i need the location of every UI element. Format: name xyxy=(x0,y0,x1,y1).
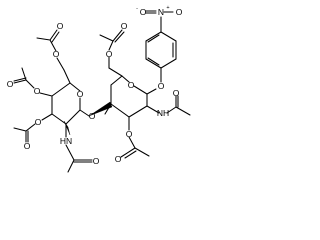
bond xyxy=(56,57,65,71)
bond xyxy=(69,82,81,92)
bond xyxy=(124,150,137,159)
stereo-wedge xyxy=(88,101,113,117)
bond xyxy=(134,147,150,157)
bond xyxy=(39,92,53,97)
bond xyxy=(13,77,27,82)
bond xyxy=(128,105,148,118)
bond xyxy=(145,58,162,69)
atom-o: O xyxy=(106,49,113,59)
atom-o: O xyxy=(126,129,133,139)
bond xyxy=(36,37,51,41)
bond xyxy=(13,127,27,132)
atom-o: O xyxy=(57,21,64,31)
bond xyxy=(120,147,136,158)
bond xyxy=(21,67,27,81)
bond xyxy=(166,106,177,114)
bond xyxy=(110,75,123,86)
atom-o: O xyxy=(89,111,96,121)
bond xyxy=(49,39,57,52)
bond xyxy=(65,144,75,161)
bond xyxy=(63,69,71,84)
bond xyxy=(175,106,191,116)
bond xyxy=(147,57,160,66)
bond xyxy=(51,82,71,97)
bond xyxy=(41,113,53,121)
bond xyxy=(110,103,130,118)
atom-o: O xyxy=(140,7,147,17)
bond xyxy=(25,123,36,132)
bond xyxy=(51,31,60,43)
charge-positive: + xyxy=(166,5,169,11)
bond xyxy=(13,79,27,84)
bond xyxy=(145,31,162,42)
bond xyxy=(112,29,123,42)
atom-o: O xyxy=(7,79,14,89)
structure-diagram: O - N + O O O O O NH O O O O O O O O O O… xyxy=(7,5,191,173)
bond xyxy=(65,109,81,125)
atom-o: O xyxy=(53,49,60,59)
bond xyxy=(146,105,160,114)
atom-o: O xyxy=(24,141,31,151)
atom-o: O xyxy=(93,156,100,166)
atom-o: O xyxy=(115,154,122,164)
atom-labels: O - N + O O O O O NH O O O O O O O O O O… xyxy=(7,5,183,166)
atom-o: O xyxy=(173,88,180,98)
bond xyxy=(121,75,130,83)
atom-n: N xyxy=(158,7,164,17)
atom-o: O xyxy=(77,89,84,99)
atom-o: O xyxy=(176,7,183,17)
bond xyxy=(128,136,136,149)
bonds xyxy=(13,10,191,173)
bond xyxy=(79,109,90,117)
stereo-wedge xyxy=(63,120,71,136)
bond xyxy=(25,79,35,89)
bond xyxy=(114,31,125,43)
atom-o: O xyxy=(158,81,165,91)
bond xyxy=(133,85,148,95)
bond xyxy=(147,34,160,43)
bond xyxy=(160,31,177,42)
atom-o: O xyxy=(34,86,41,96)
bond xyxy=(146,88,157,95)
bond xyxy=(160,58,177,69)
atom-o: O xyxy=(121,21,128,31)
bond xyxy=(99,34,114,42)
atom-nh: NH xyxy=(157,108,169,118)
charge-negative: - xyxy=(136,6,138,12)
atom-o: O xyxy=(35,117,42,127)
bond xyxy=(67,159,75,173)
atom-o: O xyxy=(128,80,135,90)
bond xyxy=(108,40,114,51)
atom-hn: HN xyxy=(60,136,72,146)
bond xyxy=(51,113,67,125)
bond xyxy=(49,29,58,41)
bond xyxy=(108,67,123,77)
